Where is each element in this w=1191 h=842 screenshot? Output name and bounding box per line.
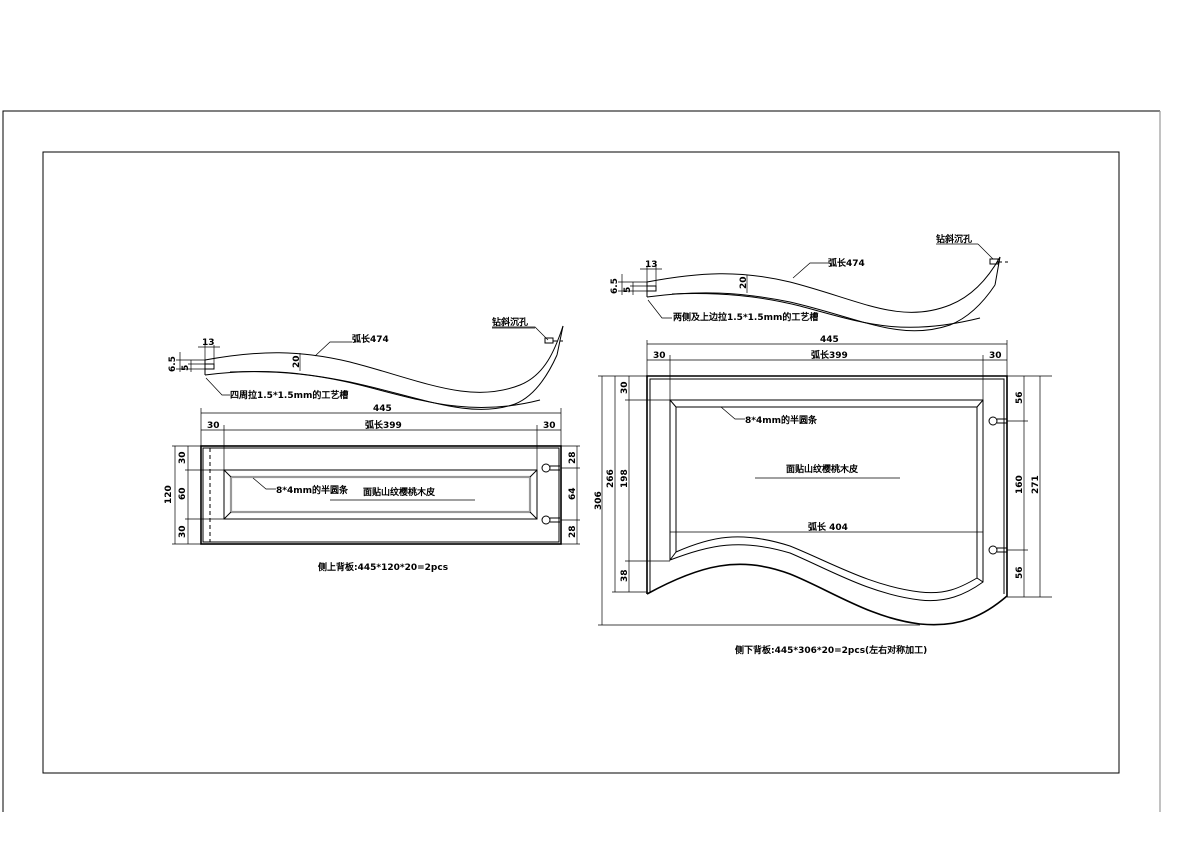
right-profile-hole-label: 钻斜沉孔 xyxy=(936,233,972,245)
left-profile-dim-20: 20 xyxy=(292,355,302,368)
left-panel-right-bottom: 28 xyxy=(568,525,578,538)
right-profile: 13 6.5 5 20 弧长474 钻斜沉孔 两侧及上边拉1.5*1.5mm的工… xyxy=(610,233,1008,332)
right-panel-bottom-arc-label: 弧长 404 xyxy=(808,521,848,533)
left-panel-right-top: 28 xyxy=(568,451,578,464)
right-panel-arc-label: 弧长399 xyxy=(811,349,848,361)
left-panel-height-total: 120 xyxy=(164,485,174,504)
right-profile-dim-5: 5 xyxy=(623,287,633,293)
right-profile-groove-note: 两侧及上边拉1.5*1.5mm的工艺槽 xyxy=(673,311,818,323)
right-panel-caption: 侧下背板:445*306*20=2pcs(左右对称加工) xyxy=(735,644,927,656)
left-panel-right-mid: 64 xyxy=(568,487,578,500)
right-profile-dim-20: 20 xyxy=(739,276,749,289)
left-panel-veneer-note: 面贴山纹樱桃木皮 xyxy=(363,486,436,498)
right-panel-height-total: 306 xyxy=(594,491,604,510)
left-profile-dim-13: 13 xyxy=(202,338,215,348)
left-panel-bead-note: 8*4mm的半圆条 xyxy=(276,484,349,496)
left-profile-dim-6-5: 6.5 xyxy=(168,356,178,372)
left-profile-arc-label: 弧长474 xyxy=(352,333,389,345)
left-panel-arc-label: 弧长399 xyxy=(365,419,402,431)
left-profile-hole-label: 钻斜沉孔 xyxy=(492,316,528,328)
left-panel-caption: 侧上背板:445*120*20=2pcs xyxy=(318,561,448,573)
left-panel-right-margin: 30 xyxy=(543,421,556,431)
left-panel-top-band: 30 xyxy=(178,451,188,464)
right-profile-dim-13: 13 xyxy=(645,260,658,270)
right-panel-height-198: 198 xyxy=(620,469,630,488)
left-profile-dim-5: 5 xyxy=(181,365,191,371)
right-panel-width-total: 445 xyxy=(820,335,839,345)
right-panel-right-total: 271 xyxy=(1031,475,1041,494)
right-panel-top-band: 30 xyxy=(620,381,630,394)
left-panel-bottom-band: 30 xyxy=(178,525,188,538)
left-profile: 13 6.5 5 20 弧长474 钻斜沉孔 四周拉1.5*1.5mm的工艺槽 xyxy=(168,316,564,410)
left-panel-middle-band: 60 xyxy=(178,487,188,500)
right-panel-bead-note: 8*4mm的半圆条 xyxy=(745,414,818,426)
left-panel: 445 30 弧长399 30 120 30 60 xyxy=(164,404,580,573)
inner-frame xyxy=(42,151,1120,774)
right-panel-right-margin: 30 xyxy=(989,351,1002,361)
right-panel-right-mid: 160 xyxy=(1015,475,1025,494)
left-profile-groove-note: 四周拉1.5*1.5mm的工艺槽 xyxy=(230,389,348,401)
right-panel-right-bottom: 56 xyxy=(1015,566,1025,579)
outer-frame xyxy=(2,110,1160,812)
right-panel-height-266: 266 xyxy=(606,469,616,488)
right-panel-bottom-band: 38 xyxy=(620,569,630,582)
left-panel-left-margin: 30 xyxy=(207,421,220,431)
right-panel-veneer-note: 面贴山纹樱桃木皮 xyxy=(786,463,859,475)
right-profile-dim-6-5: 6.5 xyxy=(610,278,620,294)
left-panel-width-total: 445 xyxy=(373,404,392,414)
right-profile-arc-label: 弧长474 xyxy=(828,257,865,269)
right-panel-left-margin: 30 xyxy=(653,351,666,361)
right-panel: 445 30 弧长399 30 弧长 404 xyxy=(594,335,1052,656)
right-panel-right-top: 56 xyxy=(1015,391,1025,404)
